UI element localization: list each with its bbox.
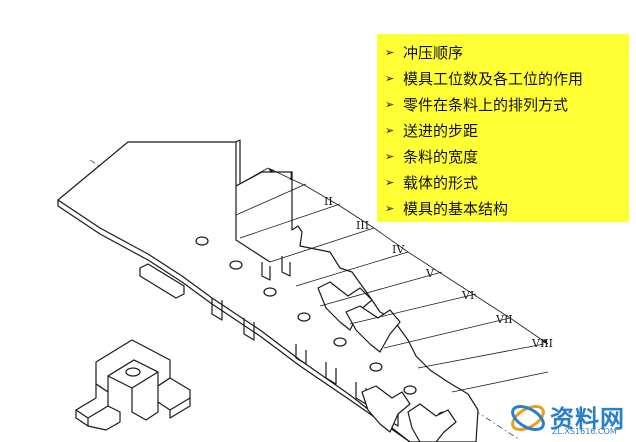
watermark-text: 资料网 bbox=[550, 405, 625, 433]
station-label: VI bbox=[461, 289, 474, 302]
info-item-text: 零件在条料上的排列方式 bbox=[403, 96, 569, 114]
strip-step bbox=[235, 139, 271, 263]
info-item: ➢ 模具工位数及各工位的作用 bbox=[385, 66, 629, 92]
info-item-text: 条料的宽度 bbox=[403, 148, 479, 166]
station-label: II bbox=[324, 195, 333, 208]
watermark-url: ZL.XS1616.COM bbox=[552, 427, 617, 436]
pitch-arrows bbox=[268, 168, 548, 344]
station-label: IV bbox=[392, 243, 405, 256]
arrow-bullet-icon: ➢ bbox=[385, 72, 395, 85]
finished-part bbox=[75, 339, 191, 431]
info-item: ➢ 条料的宽度 bbox=[385, 144, 629, 170]
watermark: 资料网 ZL.XS1616.COM bbox=[508, 396, 632, 440]
info-box: ➢冲压顺序 ➢模具工位数及各工位的作用 ➢零件在条料上的排列方式 ➢送进的步距 … bbox=[377, 34, 629, 222]
arrow-bullet-icon: ➢ bbox=[385, 124, 395, 137]
info-item-text: 模具工位数及各工位的作用 bbox=[403, 70, 584, 88]
info-list: ➢冲压顺序 ➢模具工位数及各工位的作用 ➢零件在条料上的排列方式 ➢送进的步距 … bbox=[377, 34, 629, 222]
info-item: ➢ 模具的基本结构 bbox=[385, 196, 629, 222]
strip-plate bbox=[57, 141, 479, 442]
station-extension-lines bbox=[235, 167, 549, 393]
side-slug bbox=[139, 263, 185, 299]
station-labels: I II III IV V VI VII VIII bbox=[289, 170, 553, 350]
station-label: V bbox=[425, 267, 435, 280]
info-item-text: 载体的形式 bbox=[403, 174, 479, 192]
info-item: ➢ 零件在条料上的排列方式 bbox=[385, 92, 629, 118]
info-item: ➢ 冲压顺序 bbox=[385, 40, 629, 66]
bent-forms bbox=[317, 281, 457, 442]
arrow-bullet-icon: ➢ bbox=[385, 46, 395, 59]
watermark-logo-icon bbox=[511, 404, 545, 432]
info-item-text: 冲压顺序 bbox=[403, 44, 464, 62]
arrow-bullet-icon: ➢ bbox=[385, 202, 395, 215]
station-label: III bbox=[356, 219, 369, 232]
pitch-dimension-line bbox=[267, 167, 549, 345]
info-item: ➢ 送进的步距 bbox=[385, 118, 629, 144]
arrow-bullet-icon: ➢ bbox=[385, 176, 395, 189]
info-item: ➢ 载体的形式 bbox=[385, 170, 629, 196]
arrow-bullet-icon: ➢ bbox=[385, 98, 395, 111]
info-item-text: 送进的步距 bbox=[403, 122, 479, 140]
station-label: VIII bbox=[531, 337, 553, 350]
station-label: I bbox=[289, 170, 293, 183]
info-item-text: 模具的基本结构 bbox=[403, 200, 509, 218]
station-label: VII bbox=[495, 313, 513, 326]
arrow-bullet-icon: ➢ bbox=[385, 150, 395, 163]
